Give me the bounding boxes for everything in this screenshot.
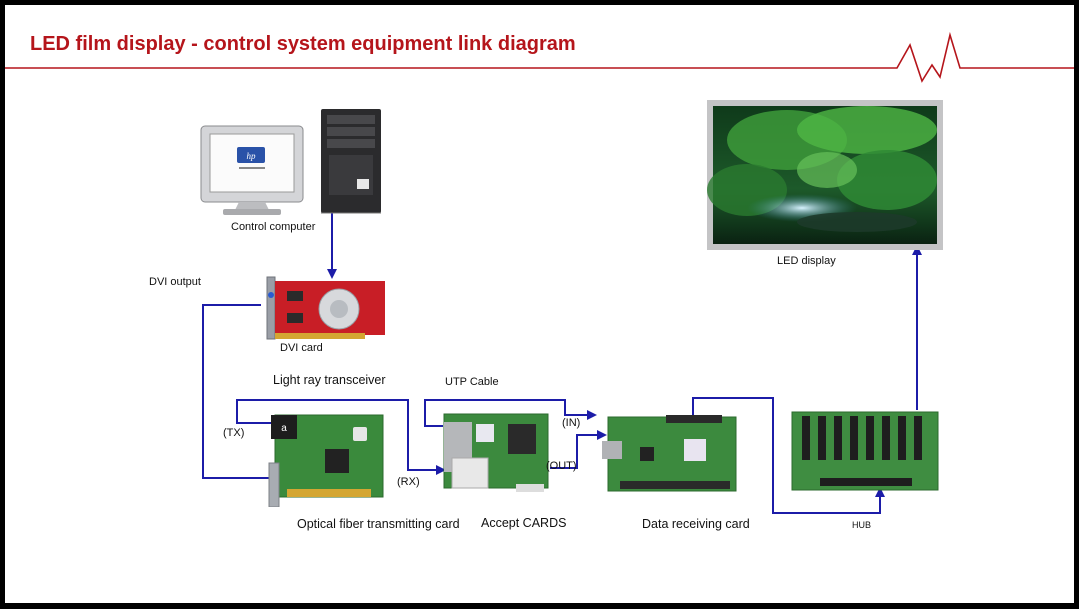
- dvi-card-label: DVI card: [280, 342, 323, 354]
- data-receiving-card-label: Data receiving card: [642, 517, 750, 531]
- svg-text:a: a: [281, 423, 287, 434]
- receiving-card-icon: [602, 415, 737, 492]
- tx-label: (TX): [223, 427, 245, 439]
- optical-fiber-card-label: Optical fiber transmitting card: [297, 517, 460, 531]
- accept-cards-label: Accept CARDS: [481, 516, 567, 530]
- led-display-label: LED display: [777, 255, 836, 267]
- tx-fiber-link: [236, 399, 440, 471]
- slide: LED film display - control system equipm…: [5, 5, 1074, 603]
- fiber-card-icon: a: [268, 414, 384, 507]
- header-rule: [5, 31, 1074, 83]
- dvi-output-label: DVI output: [149, 276, 201, 288]
- hub-board-icon: [791, 411, 939, 491]
- utp-out-link: [550, 434, 601, 469]
- link-lines: [202, 212, 922, 514]
- page-title: LED film display - control system equipm…: [30, 33, 576, 55]
- hub-label: HUB: [852, 520, 872, 530]
- receiving-to-hub-link: [692, 397, 881, 514]
- out-label: (OUT): [546, 460, 577, 472]
- utp-cable-label: UTP Cable: [445, 376, 499, 388]
- pc-tower-icon: [321, 109, 381, 214]
- led-screen-icon: [707, 100, 943, 250]
- svg-text:hp: hp: [247, 151, 257, 161]
- light-ray-transceiver-label: Light ray transceiver: [273, 373, 386, 387]
- utp-in-link: [424, 399, 591, 427]
- rx-label: (RX): [397, 476, 420, 488]
- accept-card-icon: [443, 413, 549, 492]
- monitor-icon: hp: [200, 125, 304, 215]
- in-label: (IN): [562, 417, 581, 429]
- graphics-card-icon: [266, 276, 385, 340]
- control-computer-label: Control computer: [231, 221, 316, 233]
- dvi-output-link: [202, 304, 273, 479]
